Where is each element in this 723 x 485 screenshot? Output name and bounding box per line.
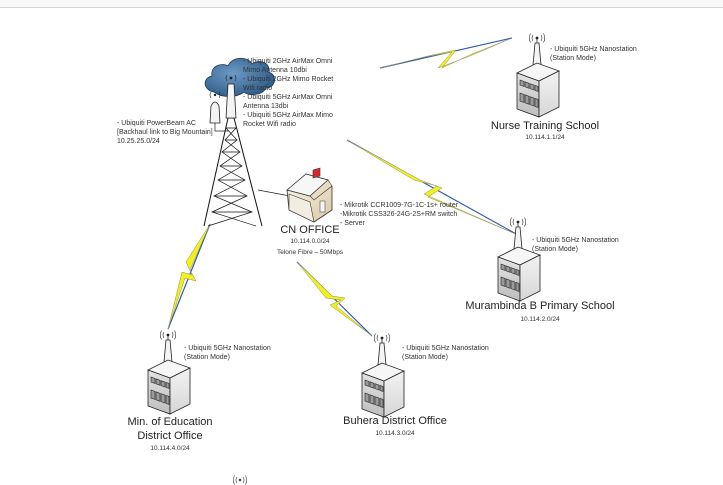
nurse-training-equipment: - Ubiquiti 5GHz Nanostation (Station Mod… [550, 46, 637, 62]
powerbeam-antenna-icon [209, 91, 229, 132]
min-education-ip: 10.114.4.0/24 [150, 445, 190, 452]
buhera-name: Buhera District Office [343, 415, 447, 427]
murambinda-name: Murambinda B Primary School [465, 300, 615, 312]
murambinda-ip: 10.114.2.0/24 [520, 316, 560, 323]
link-buhera [296, 261, 373, 337]
min-education-name: Min. of Education District Office [127, 416, 213, 442]
nurse-training-ip: 10.114.1.1/24 [525, 134, 565, 141]
omni-antenna-icon [225, 74, 237, 119]
backhaul-label: - Ubiquiti PowerBeam AC [Backhaul link t… [117, 120, 213, 145]
building-icon-murambinda [497, 217, 541, 302]
murambinda-equipment: - Ubiquiti 5GHz Nanostation (Station Mod… [532, 237, 619, 253]
link-min-education [167, 223, 211, 330]
top-bar [0, 0, 723, 8]
cn-office-name: CN OFFICE [280, 224, 340, 236]
min-education-equipment: - Ubiquiti 5GHz Nanostation (Station Mod… [184, 345, 271, 361]
nurse-training-name: Nurse Training School [490, 120, 600, 132]
tower-office-cable [257, 189, 291, 197]
link-nurse-training [379, 37, 513, 69]
wireless-icon [232, 475, 248, 485]
cn-office-uplink: Telone Fibre – 50Mbps [276, 249, 344, 256]
buhera-ip: 10.114.3.0/24 [375, 430, 415, 437]
tower-equipment-label: - Ubiquiti 2GHz AirMax Omni Mimo Antenna… [243, 58, 334, 128]
cn-office-house-icon [286, 167, 333, 223]
cloud-icon [204, 57, 275, 97]
cn-office-ip: 10.114.0.0/24 [290, 238, 330, 245]
building-icon-buhera [361, 333, 405, 418]
cn-office-equipment: - Mikrotik CCR1009-7G-1C-1s+ router -Mik… [340, 202, 459, 227]
buhera-equipment: - Ubiquiti 5GHz Nanostation (Station Mod… [402, 345, 489, 361]
